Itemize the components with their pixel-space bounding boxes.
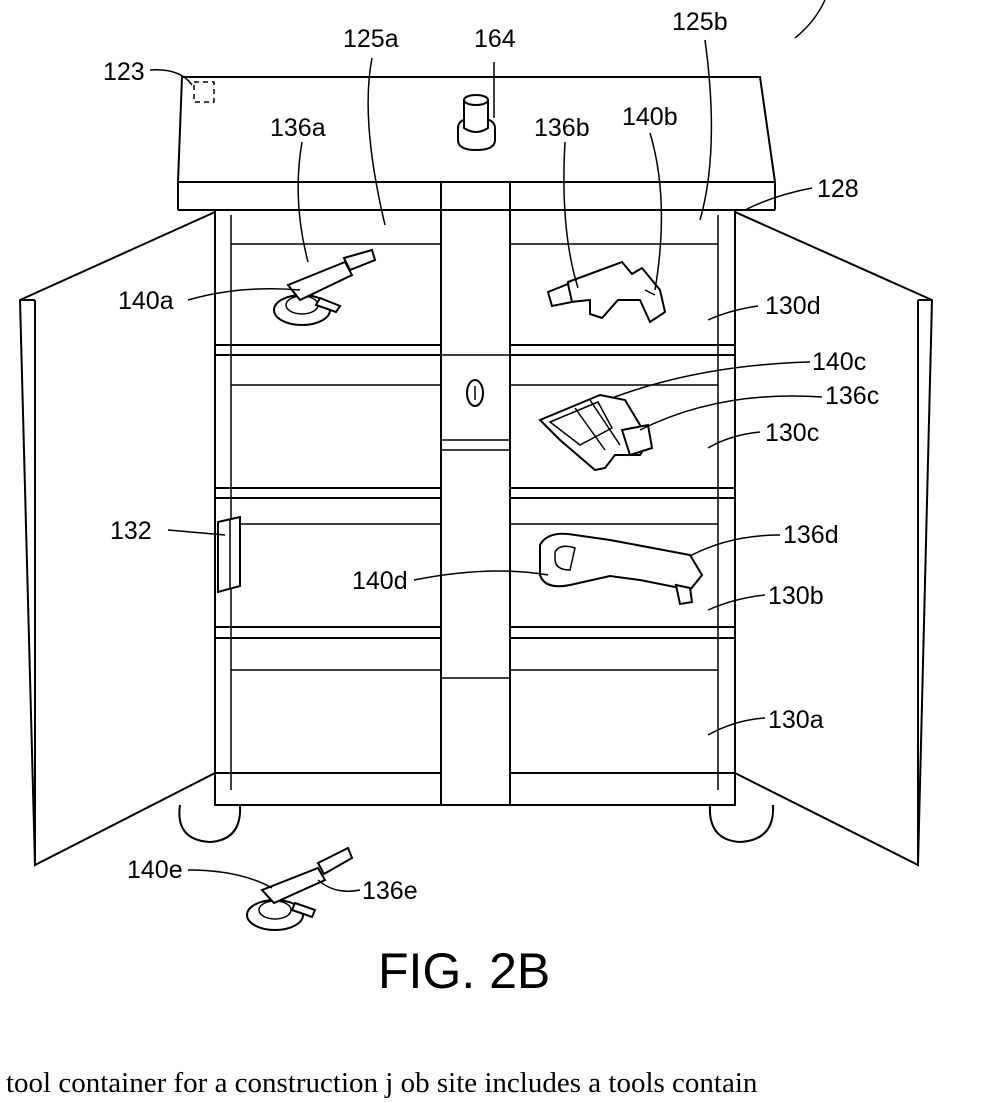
label-136b: 136b (534, 114, 590, 142)
grinder-tool-outside-icon (247, 848, 352, 930)
label-136d: 136d (783, 521, 839, 549)
label-164: 164 (474, 25, 516, 53)
label-136a: 136a (270, 114, 326, 142)
label-125a: 125a (343, 25, 399, 53)
figure-title: FIG. 2B (378, 943, 550, 999)
nailer-tool-icon (540, 395, 652, 470)
label-140d: 140d (352, 567, 408, 595)
label-130d: 130d (765, 292, 821, 320)
label-130b: 130b (768, 582, 824, 610)
grinder-tool-icon (274, 250, 375, 325)
label-140a: 140a (118, 287, 174, 315)
reader-box-icon (218, 517, 240, 592)
figure-caption: tool container for a construction j ob s… (6, 1067, 758, 1099)
caster-wheels (179, 805, 773, 842)
label-140e: 140e (127, 856, 183, 884)
label-123: 123 (103, 58, 145, 86)
label-128: 128 (817, 175, 859, 203)
label-140b: 140b (622, 103, 678, 131)
label-130c: 130c (765, 419, 819, 447)
label-136c: 136c (825, 382, 879, 410)
drill-tool-icon (548, 262, 665, 322)
label-130a: 130a (768, 706, 824, 734)
label-125b: 125b (672, 8, 728, 36)
label-132: 132 (110, 517, 152, 545)
label-140c: 140c (812, 348, 866, 376)
hammer-drill-tool-icon (540, 534, 702, 604)
label-136e: 136e (362, 877, 418, 905)
